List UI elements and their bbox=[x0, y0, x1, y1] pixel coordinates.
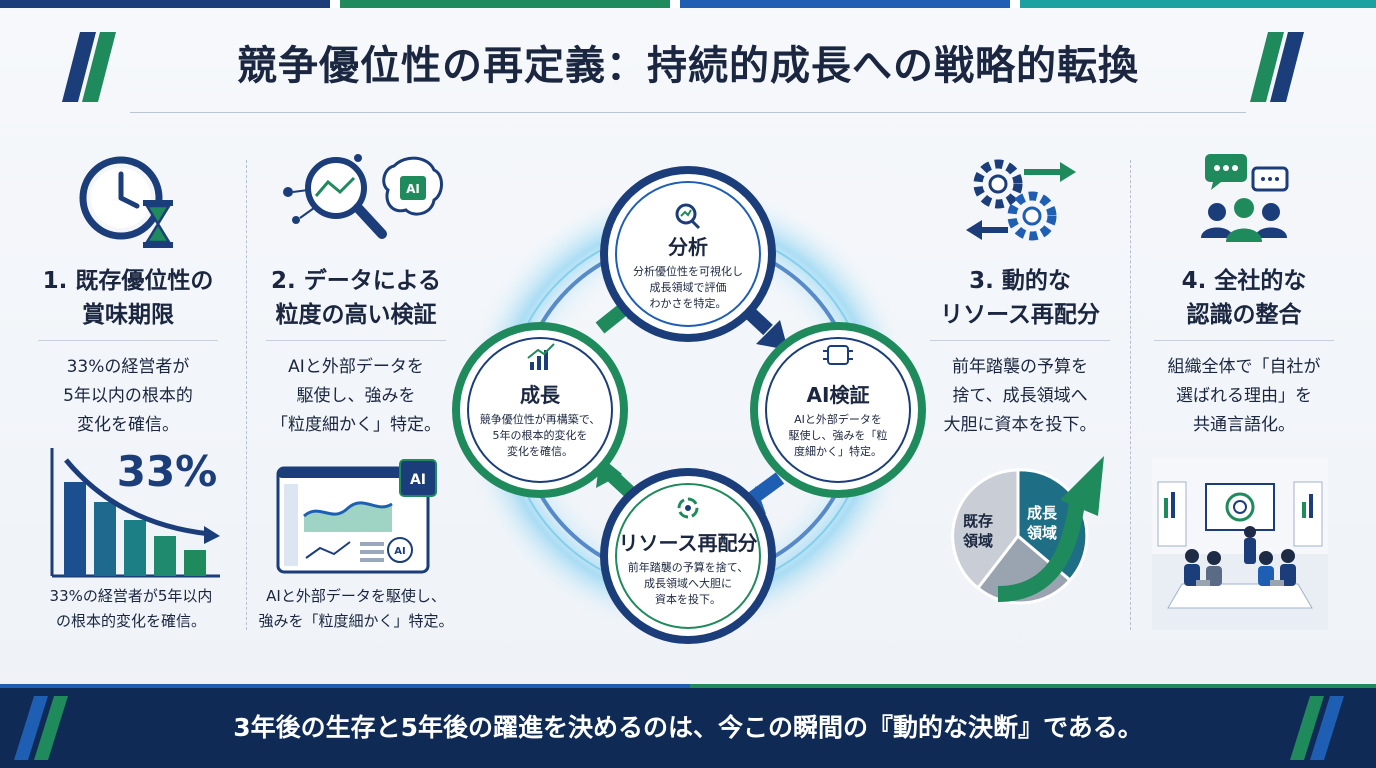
footer-accent-line bbox=[0, 684, 1376, 689]
footer-banner bbox=[0, 688, 1376, 768]
stat-33-percent: 33% bbox=[116, 447, 218, 496]
clock-hourglass-icon bbox=[79, 156, 173, 248]
magnifier-ai-brain-icon: AI bbox=[283, 154, 443, 239]
column-2-text-line1: AIと外部データを bbox=[288, 357, 424, 377]
footer-stripes-right-icon bbox=[1290, 696, 1344, 760]
column-divider-2 bbox=[1130, 160, 1131, 630]
column-data-verification: AI 2. データによる 粒度の高い検証 AIと外部データを 駆使し、強みを 「… bbox=[256, 150, 456, 440]
analysis-title: 分析 bbox=[668, 235, 708, 259]
ai-verify-text-line2: 駆使し、強みを「粒 bbox=[788, 429, 888, 442]
column-3-heading-line1: 3. 動的な bbox=[969, 268, 1071, 294]
column-2-heading-line1: 2. データによる bbox=[270, 268, 442, 294]
title-stripes-left-icon bbox=[62, 32, 116, 102]
title-area: 競争優位性の再定義：持続的成長への戦略的転換 bbox=[0, 22, 1376, 118]
column-2-heading-line2: 粒度の高い検証 bbox=[275, 302, 437, 328]
column-1-text-line2: 5年以内の根本的 bbox=[63, 386, 193, 406]
analysis-text-line2: 成長領域で評価 bbox=[649, 281, 727, 294]
column-4-text-line1: 組織全体で「自社が bbox=[1167, 357, 1321, 377]
footer-message: 3年後の生存と5年後の躍進を決めるのは、今この瞬間の『動的な決断』である。 bbox=[233, 713, 1143, 742]
growth-bar-icon bbox=[527, 343, 555, 370]
analysis-text-line3: わかさを特定。 bbox=[649, 297, 727, 310]
growth-text-line2: 5年の根本的変化を bbox=[492, 429, 588, 442]
growth-text-line1: 競争優位性が再構築で、 bbox=[479, 413, 601, 426]
ai-verify-text-line3: 度細かく」特定。 bbox=[794, 445, 882, 458]
column-2-caption-line2: 強みを「粒度細かく」特定。 bbox=[258, 612, 454, 630]
ai-verify-text-line1: AIと外部データを bbox=[794, 413, 882, 426]
column-2-text-line3: 「粒度細かく」特定。 bbox=[271, 415, 441, 435]
column-divider-1 bbox=[246, 160, 247, 630]
reallocation-text-line2: 成長領域へ大胆に bbox=[644, 577, 732, 590]
column-1-caption: 33%の経営者が5年以内 の根本的変化を確信。 bbox=[24, 584, 238, 634]
column-2-text-line2: 駆使し、強みを bbox=[296, 386, 416, 406]
dashboard-ai-badge: AI bbox=[410, 472, 426, 488]
svg-text:AI: AI bbox=[394, 546, 405, 557]
reallocation-text-line1: 前年踏襲の予算を捨て、 bbox=[627, 561, 749, 574]
column-3-heading-line2: リソース再配分 bbox=[940, 302, 1100, 328]
column-1-text-line1: 33%の経営者が bbox=[66, 357, 190, 377]
footer-stripes-left-icon bbox=[14, 696, 68, 760]
column-resource-reallocation: 3. 動的な リソース再配分 前年踏襲の予算を 捨て、成長領域へ 大胆に資本を投… bbox=[920, 150, 1120, 440]
dashboard-graphic: AI AI bbox=[276, 459, 437, 574]
title-stripes-right-icon bbox=[1250, 32, 1304, 102]
cycle-node-analysis: 分析 分析優位性を可視化し 成長領域で評価 わかさを特定。 bbox=[608, 234, 768, 312]
growth-area-label-line2: 領域 bbox=[1027, 524, 1057, 542]
growth-title: 成長 bbox=[520, 383, 560, 407]
column-1-caption-line2: の根本的変化を確信。 bbox=[55, 612, 206, 630]
meeting-room-illustration bbox=[1152, 458, 1328, 630]
decline-bar-graphic bbox=[50, 448, 220, 578]
ai-verify-title: AI検証 bbox=[806, 383, 870, 407]
column-1-text-line3: 変化を確信。 bbox=[77, 415, 179, 435]
reallocation-title: リソース再配分 bbox=[618, 531, 758, 555]
strategy-cycle-diagram bbox=[452, 166, 926, 644]
existing-area-label-line2: 領域 bbox=[963, 532, 993, 550]
column-3-text-line2: 捨て、成長領域へ bbox=[952, 386, 1088, 406]
analysis-magnifier-icon bbox=[675, 203, 701, 230]
reallocation-text-line3: 資本を投下。 bbox=[655, 593, 721, 606]
recycle-gear-icon bbox=[677, 497, 699, 519]
column-4-text-line2: 選ばれる理由」を bbox=[1176, 386, 1312, 406]
column-1-caption-line1: 33%の経営者が5年以内 bbox=[49, 587, 213, 605]
column-1-rule bbox=[38, 340, 218, 341]
analysis-text-line1: 分析優位性を可視化し bbox=[633, 265, 743, 278]
growth-text-line3: 変化を確信。 bbox=[507, 445, 573, 458]
column-3-text-line3: 大胆に資本を投下。 bbox=[943, 415, 1097, 435]
column-alignment: 4. 全社的な 認識の整合 組織全体で「自社が 選ばれる理由」を 共通言語化。 bbox=[1144, 150, 1344, 440]
reallocation-pie-graphic: 既存 領域 成長 領域 bbox=[951, 456, 1104, 605]
column-2-caption-line1: AIと外部データを駆使し、 bbox=[266, 587, 446, 605]
cycle-node-ai-verify: AI検証 AIと外部データを 駆使し、強みを「粒 度細かく」特定。 bbox=[758, 382, 918, 460]
column-4-heading-line2: 認識の整合 bbox=[1186, 302, 1302, 328]
column-1-heading-line1: 1. 既存優位性の bbox=[42, 268, 214, 294]
column-2-caption: AIと外部データを駆使し、 強みを「粒度細かく」特定。 bbox=[250, 584, 462, 634]
column-3-text-line1: 前年踏襲の予算を bbox=[952, 357, 1088, 377]
column-4-text-line3: 共通言語化。 bbox=[1193, 415, 1295, 435]
team-chat-icon bbox=[1201, 154, 1289, 242]
svg-text:AI: AI bbox=[406, 182, 420, 196]
ai-chip-icon bbox=[823, 345, 853, 365]
top-accent-bar bbox=[0, 0, 1376, 8]
page-title: 競争優位性の再定義：持続的成長への戦略的転換 bbox=[237, 43, 1139, 89]
column-1-heading-line2: 賞味期限 bbox=[82, 302, 174, 328]
column-2-rule bbox=[266, 340, 446, 341]
existing-area-label-line1: 既存 bbox=[963, 512, 993, 530]
cycle-node-growth: 成長 競争優位性が再構築で、 5年の根本的変化を 変化を確信。 bbox=[460, 382, 620, 460]
growth-area-label-line1: 成長 bbox=[1027, 504, 1058, 522]
title-rule bbox=[130, 112, 1246, 113]
cycle-node-reallocation: リソース再配分 前年踏襲の予算を捨て、 成長領域へ大胆に 資本を投下。 bbox=[598, 530, 778, 608]
gears-arrows-icon bbox=[966, 159, 1076, 241]
column-4-rule bbox=[1154, 340, 1334, 341]
column-4-heading-line1: 4. 全社的な bbox=[1181, 268, 1307, 294]
column-3-rule bbox=[930, 340, 1110, 341]
column-existing-advantage: 1. 既存優位性の 賞味期限 33%の経営者が 5年以内の根本的 変化を確信。 bbox=[28, 150, 228, 440]
